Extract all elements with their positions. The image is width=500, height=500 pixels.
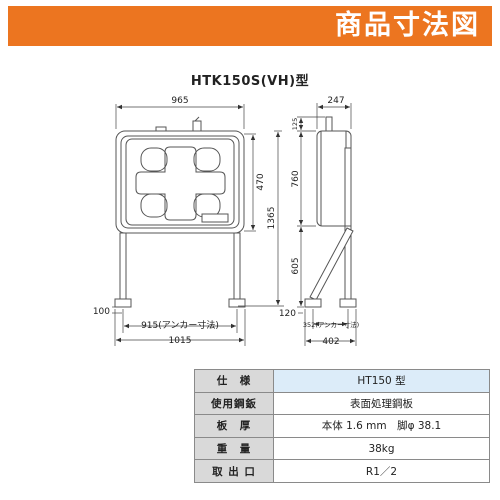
banner-title: 商品寸法図 [335, 10, 480, 41]
foot-left [114, 298, 132, 308]
spec-label: 使用鋼鈑 [194, 391, 274, 416]
foot-right [228, 298, 246, 308]
dim-tank-body: 760 [291, 170, 301, 187]
spec-row: 板 厚 本体 1.6 mm 脚φ 38.1 [194, 414, 490, 438]
spec-value: R1／2 [273, 459, 490, 483]
dim-leg-height: 605 [291, 257, 301, 274]
dim-base-width: 1015 [169, 336, 192, 346]
leg-right [233, 232, 241, 300]
side-valve-icon [325, 116, 333, 132]
spec-label: 板 厚 [194, 414, 274, 438]
dim-side-base: 402 [322, 337, 339, 347]
dim-foot-120: 120 [279, 309, 296, 319]
dim-side-depth: 247 [327, 96, 344, 106]
name-plate [201, 213, 229, 223]
dim-tank-height: 470 [256, 173, 266, 190]
spec-value: 38kg [273, 436, 490, 461]
header-banner: 商品寸法図 [8, 6, 492, 46]
front-dimensions [112, 104, 284, 346]
spec-label: 重 量 [194, 436, 274, 461]
model-title: HTK150S(VH)型 [190, 74, 310, 89]
spec-row: 取 出 口 R1／2 [194, 459, 490, 483]
front-dimension-labels: 965 915(アンカー寸法) 1015 100 470 1365 [93, 96, 277, 346]
side-view [304, 116, 357, 308]
spec-row: 使用鋼鈑 表面処理鋼板 [194, 391, 490, 416]
side-dimension-labels: 247 125 760 605 120 352(アンカー寸法) 402 [279, 96, 359, 347]
leg-left [119, 232, 127, 300]
spec-value: 本体 1.6 mm 脚φ 38.1 [273, 414, 490, 438]
dim-foot-100: 100 [93, 307, 110, 317]
spec-row: 仕 様 HT150 型 [194, 369, 490, 393]
dim-top-gap: 125 [291, 118, 299, 130]
side-foot-front [304, 298, 322, 308]
cross-emboss [135, 146, 226, 221]
dim-anchor-front: 915(アンカー寸法) [141, 319, 219, 331]
spec-value: HT150 型 [273, 369, 490, 393]
spec-value: 表面処理鋼板 [273, 391, 490, 416]
tank-body [125, 138, 235, 226]
spec-row: 重 量 38kg [194, 436, 490, 461]
side-dimensions [297, 103, 357, 346]
side-foot-rear [339, 298, 357, 308]
spec-label: 取 出 口 [194, 459, 274, 483]
dim-front-width: 965 [171, 96, 188, 106]
dim-total-height: 1365 [267, 207, 277, 230]
spec-table: 仕 様 HT150 型 使用鋼鈑 表面処理鋼板 板 厚 本体 1.6 mm 脚φ… [194, 369, 490, 483]
dim-anchor-side: 352(アンカー寸法) [303, 320, 359, 329]
frame-inner [120, 135, 240, 229]
front-view [114, 116, 246, 308]
spec-label: 仕 様 [194, 369, 274, 393]
